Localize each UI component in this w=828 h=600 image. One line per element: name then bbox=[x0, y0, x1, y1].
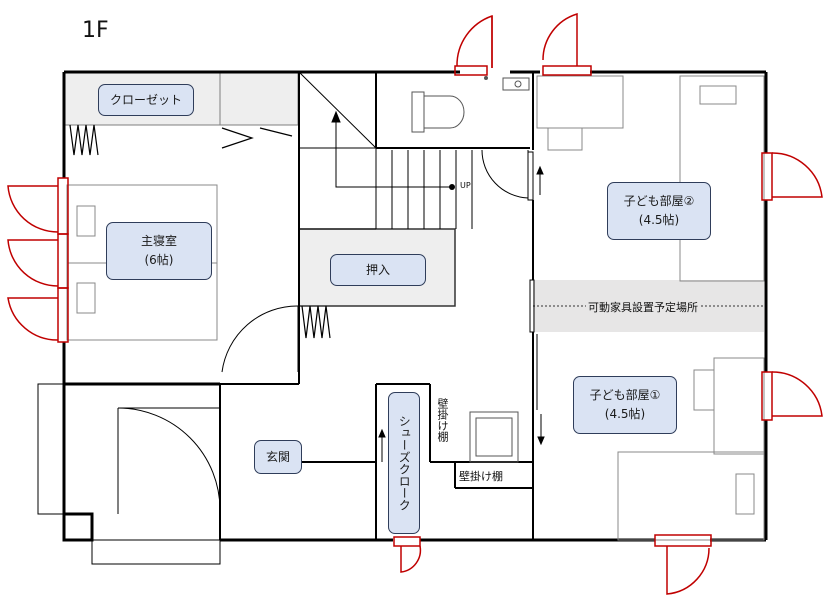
staircase bbox=[298, 71, 473, 230]
wall-shelf-horizontal-label: 壁掛け棚 bbox=[459, 470, 503, 483]
hall-door-swing bbox=[481, 149, 529, 199]
kids-room-2-furniture bbox=[536, 75, 765, 282]
entrance-label: 玄関 bbox=[254, 440, 302, 474]
kids-room-2-label: 子ども部屋② (4.5帖) bbox=[607, 182, 711, 240]
shoe-cloak-label: シューズクローク bbox=[388, 392, 420, 534]
toilet-fixture bbox=[411, 76, 530, 133]
exterior-doors bbox=[7, 12, 823, 595]
floor-label: 1F bbox=[82, 18, 109, 43]
closet-label: クローゼット bbox=[98, 84, 194, 116]
interior-walls bbox=[219, 72, 534, 540]
bedroom-door-swing bbox=[221, 305, 299, 373]
stair-up-label: UP bbox=[460, 181, 471, 190]
porch bbox=[37, 383, 221, 565]
master-bedroom-label: 主寝室 (6帖) bbox=[106, 222, 212, 280]
folding-doors bbox=[69, 124, 331, 339]
entrance-door-swing bbox=[117, 407, 221, 511]
utility-sink bbox=[469, 411, 519, 463]
kids-room-1-label: 子ども部屋① (4.5帖) bbox=[573, 376, 677, 434]
kids-room-1-furniture bbox=[617, 357, 765, 541]
movable-furniture-label: 可動家具設置予定場所 bbox=[586, 299, 700, 315]
wall-shelf-vertical-label: 壁掛け棚 bbox=[436, 398, 449, 442]
stair-up-marker bbox=[449, 184, 455, 190]
oshiire-label: 押入 bbox=[330, 254, 426, 286]
sliding-doors bbox=[378, 151, 545, 462]
